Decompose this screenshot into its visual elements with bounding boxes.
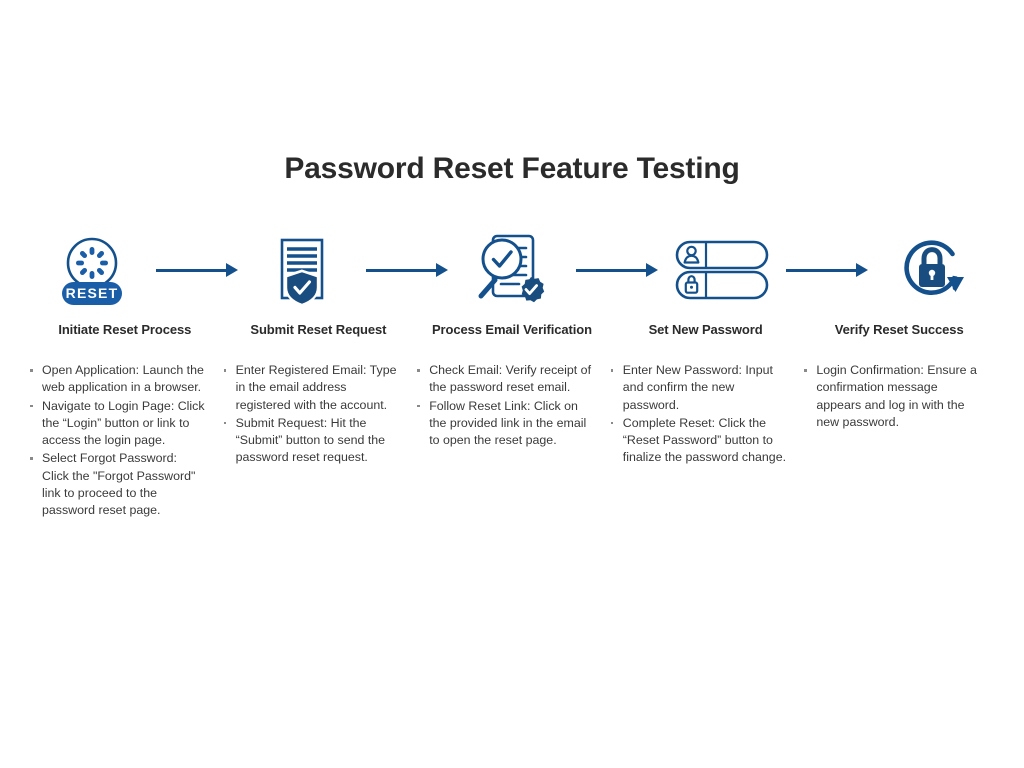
flow-node-step-1: RESET [28, 232, 156, 308]
bullet-list: Check Email: Verify receipt of the passw… [415, 362, 593, 449]
step-heading-5: Verify Reset Success [834, 322, 964, 337]
step-details-2: Enter Registered Email: Type in the emai… [222, 362, 416, 521]
bullet-marker [223, 369, 227, 372]
bullet-marker [30, 457, 33, 461]
flow-arrow-4 [786, 232, 868, 308]
bullet-marker [223, 421, 227, 425]
document-shield-check-icon [280, 238, 324, 307]
arrow-head [646, 263, 658, 277]
bullet-list: Open Application: Launch the web applica… [28, 362, 206, 520]
list-item: Enter Registered Email: Type in the emai… [222, 362, 400, 414]
arrow-head [436, 263, 448, 277]
arrow-head [226, 263, 238, 277]
flow-arrow-3 [576, 232, 658, 308]
step-heading-4: Set New Password [648, 322, 763, 337]
step-headings-row: Initiate Reset Process Submit Reset Requ… [28, 322, 996, 337]
flow-node-step-5 [868, 232, 996, 308]
bullet-marker [804, 369, 807, 372]
list-item: Select Forgot Password: Click the "Forgo… [28, 450, 206, 519]
document-magnifier-verify-icon [478, 234, 545, 303]
arrow-shaft [576, 269, 648, 272]
padlock-refresh-icon [904, 240, 964, 295]
padlock-body [919, 247, 945, 287]
flow-arrow-2 [366, 232, 448, 308]
login-form-fields-icon [675, 240, 769, 300]
bullet-list: Enter Registered Email: Type in the emai… [222, 362, 400, 467]
bullet-marker [417, 369, 420, 372]
list-item: Follow Reset Link: Click on the provided… [415, 398, 593, 450]
flow-node-step-3 [448, 232, 576, 308]
list-item: Submit Request: Hit the “Submit” button … [222, 415, 400, 467]
list-item: Open Application: Launch the web applica… [28, 362, 206, 397]
bullet-marker [417, 404, 420, 408]
step-details-3: Check Email: Verify receipt of the passw… [415, 362, 609, 521]
user-icon [683, 245, 700, 264]
list-item: Login Confirmation: Ensure a confirmatio… [802, 362, 980, 431]
step-heading-3: Process Email Verification [431, 322, 592, 337]
step-details-row: Open Application: Launch the web applica… [28, 362, 996, 521]
padlock-small-icon [684, 275, 699, 294]
reset-badge-label: RESET [66, 285, 119, 301]
flow-node-step-4 [658, 232, 786, 308]
bullet-list: Login Confirmation: Ensure a confirmatio… [802, 362, 980, 431]
list-item: Complete Reset: Click the “Reset Passwor… [609, 415, 787, 467]
list-item: Check Email: Verify receipt of the passw… [415, 362, 593, 397]
arrow-shaft [366, 269, 438, 272]
step-heading-2: Submit Reset Request [250, 322, 387, 337]
arrow-shaft [156, 269, 228, 272]
list-item: Enter New Password: Input and confirm th… [609, 362, 787, 414]
step-details-5: Login Confirmation: Ensure a confirmatio… [802, 362, 996, 521]
bullet-marker [610, 421, 614, 425]
flow-node-step-2 [238, 232, 366, 308]
reset-spinner-icon: RESET [62, 237, 122, 305]
arrow-head [856, 263, 868, 277]
page-title: Password Reset Feature Testing [284, 152, 740, 185]
bullet-marker [30, 404, 33, 408]
arrow-shaft [786, 269, 858, 272]
bullet-marker [610, 369, 614, 372]
step-heading-1: Initiate Reset Process [58, 322, 192, 337]
flow-arrow-1 [156, 232, 238, 308]
list-item: Navigate to Login Page: Click the “Login… [28, 398, 206, 450]
process-flow-row: RESET [28, 232, 996, 308]
bullet-marker [30, 369, 33, 372]
bullet-list: Enter New Password: Input and confirm th… [609, 362, 787, 467]
step-details-4: Enter New Password: Input and confirm th… [609, 362, 803, 521]
step-details-1: Open Application: Launch the web applica… [28, 362, 222, 521]
